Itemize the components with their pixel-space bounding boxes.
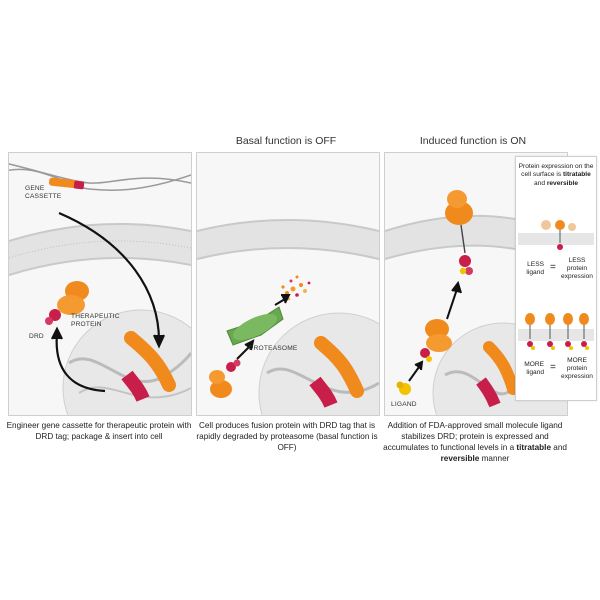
surface-protein <box>445 190 473 275</box>
cell-membrane <box>197 219 379 260</box>
less-equals: = <box>550 262 556 273</box>
less-expression-label: LESS protein expression <box>561 257 593 280</box>
more-row: MORE ligand = MORE protein expression <box>518 357 594 387</box>
insert-arrows <box>51 211 166 393</box>
caption-engineer: Engineer gene cassette for therapeutic p… <box>6 421 192 441</box>
panel-engineer: GENE CASSETTE THERAPEUTIC PROTEIN DRD <box>8 152 192 416</box>
less-ligand-label: LESS ligand <box>526 261 544 276</box>
caption-induced-titratable: titratable <box>516 443 551 452</box>
less-row: LESS ligand = LESS protein expression <box>518 257 594 283</box>
inserted-cassette <box>121 331 176 402</box>
panel-engineer-illustration <box>9 163 191 415</box>
ligand-shape <box>396 381 411 395</box>
caption-induced-manner: manner <box>479 454 510 463</box>
inset-header-titratable: titratable <box>562 171 591 179</box>
inset-header-reversible: reversible <box>546 179 578 187</box>
panel-title-induced: Induced function is ON <box>419 135 527 147</box>
inset-header-text: Protein expression on the cell surface i… <box>518 163 594 179</box>
stabilized-protein <box>420 319 452 362</box>
inset-header-and: and <box>533 179 547 187</box>
more-equals: = <box>550 362 556 373</box>
caption-induced: Addition of FDA-approved small molecule … <box>380 420 570 464</box>
more-ligand-label: MORE ligand <box>524 361 544 376</box>
panel-basal-illustration <box>197 219 379 415</box>
caption-basal: Cell produces fusion protein with DRD ta… <box>196 421 378 452</box>
panel-title-basal: Basal function is OFF <box>235 135 337 147</box>
cell-membrane <box>385 214 516 260</box>
more-expression-label: MORE protein expression <box>561 357 593 380</box>
proteasome-shape <box>226 306 284 346</box>
caption-induced-text: Addition of FDA-approved small molecule … <box>383 421 563 452</box>
more-expression-illustration <box>518 313 594 350</box>
expression-inset: Protein expression on the cell surface i… <box>515 156 597 401</box>
label-proteasome: PROTEASOME <box>249 345 298 352</box>
label-drd: DRD <box>29 333 44 340</box>
label-therapeutic-protein: THERAPEUTIC PROTEIN <box>71 313 120 328</box>
less-expression-illustration <box>518 220 594 250</box>
gene-cassette-dna <box>9 163 191 191</box>
label-ligand: LIGAND <box>391 401 417 408</box>
nucleus <box>258 312 379 415</box>
label-gene-cassette: GENE CASSETTE <box>25 185 62 200</box>
panel-basal: PROTEASOME <box>196 152 380 416</box>
caption-induced-and: and <box>551 443 567 452</box>
inset-header: Protein expression on the cell surface i… <box>516 163 596 188</box>
caption-induced-reversible: reversible <box>440 454 480 463</box>
degrade-arrows <box>236 294 291 360</box>
induced-arrows <box>408 280 462 382</box>
cell-membrane <box>9 223 191 276</box>
fusion-protein-shape <box>209 359 241 398</box>
therapeutic-protein-shape <box>45 281 89 325</box>
